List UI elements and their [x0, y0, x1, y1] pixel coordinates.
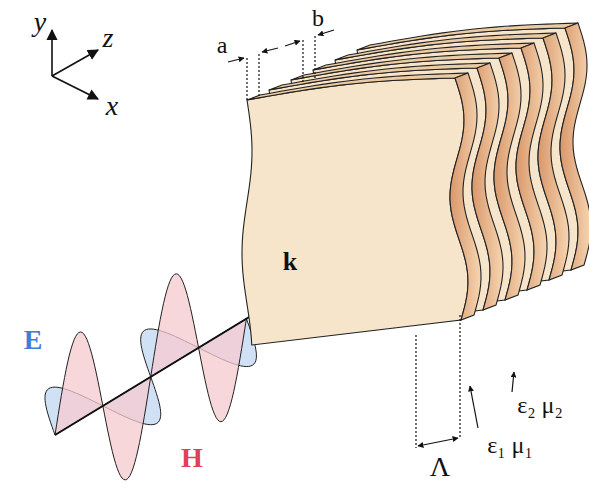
- material-label: ε₂ μ₂: [517, 393, 563, 417]
- dimension-label: a: [217, 33, 228, 57]
- field-label: E: [24, 326, 43, 354]
- field-label: H: [181, 444, 203, 472]
- coordinate-axes: [52, 30, 98, 99]
- axis-label: y: [34, 8, 46, 36]
- axis-label: z: [103, 24, 114, 52]
- dimension-marks: [228, 30, 514, 448]
- material-label: ε₁ μ₁: [487, 433, 533, 457]
- layer-plate: [242, 73, 481, 345]
- layered-structure: [242, 23, 589, 345]
- dimension-label: b: [312, 6, 324, 30]
- axis-label: x: [106, 92, 118, 120]
- wave-vector-label: k: [283, 249, 297, 275]
- period-label: Λ: [430, 453, 450, 481]
